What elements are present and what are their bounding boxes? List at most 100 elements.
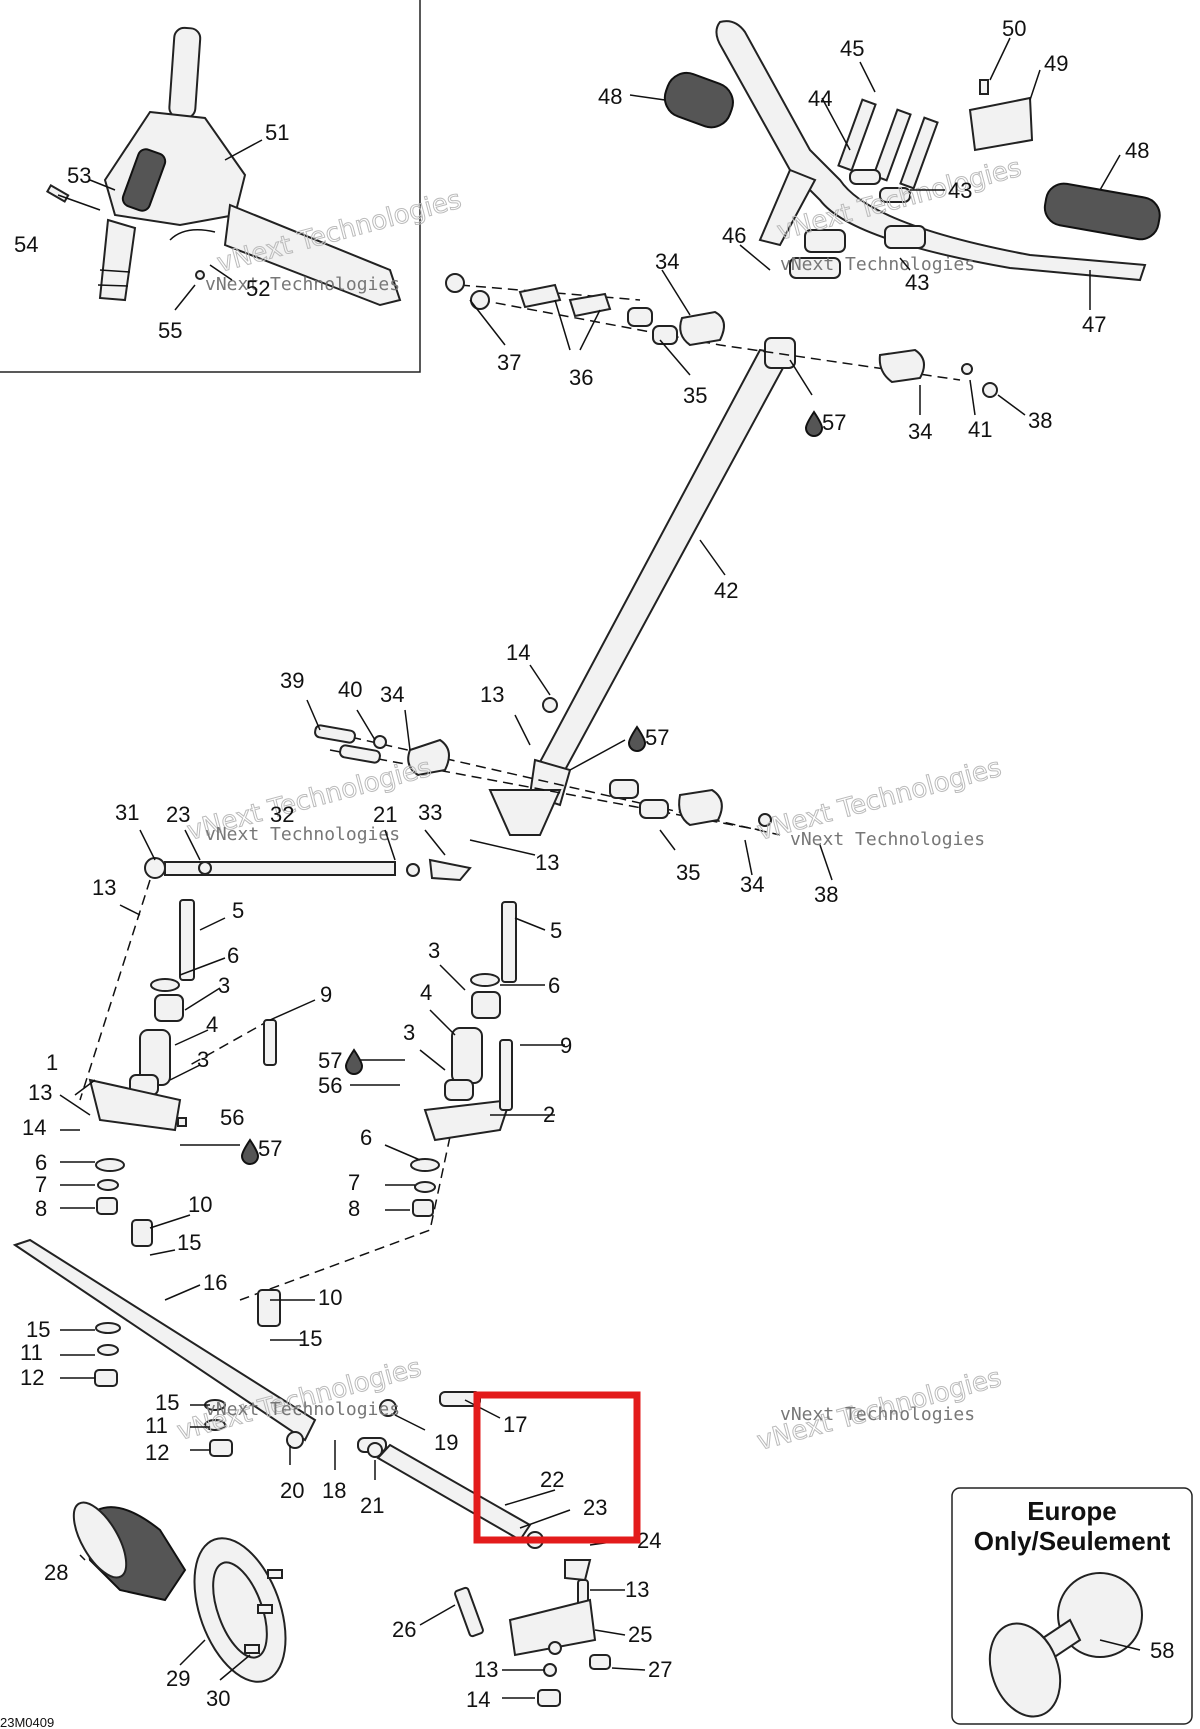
callout-label: 26 — [392, 1617, 416, 1642]
watermark-text: vNext Technologies — [205, 824, 400, 845]
lube-symbols — [240, 410, 824, 1165]
callout-label: 36 — [569, 365, 593, 390]
watermark-text: vNext Technologies — [780, 254, 975, 275]
inset-frame — [0, 0, 421, 373]
callout-label: 9 — [560, 1033, 572, 1058]
callout-label: 32 — [270, 802, 294, 827]
callout-label: 13 — [625, 1577, 649, 1602]
callout-label: 8 — [35, 1196, 47, 1221]
callout-label: 10 — [318, 1285, 342, 1310]
callout-label: 9 — [320, 982, 332, 1007]
callout-label: 14 — [22, 1115, 46, 1140]
callout-label: 43 — [948, 178, 972, 203]
callout-label: 42 — [714, 578, 738, 603]
callout-label: 6 — [360, 1125, 372, 1150]
watermark-text: vNext Technologies — [205, 274, 400, 295]
callout-label: 56 — [318, 1073, 342, 1098]
callout-label: 48 — [1125, 138, 1149, 163]
droplet-icon — [627, 725, 647, 752]
callout-label: 13 — [92, 875, 116, 900]
callout-label: 6 — [227, 943, 239, 968]
callout-label: 30 — [206, 1686, 230, 1711]
callout-label: 11 — [20, 1340, 43, 1365]
callout-label: 5 — [232, 898, 244, 923]
callout-labels: 51 53 54 52 55 50 49 45 48 44 48 43 43 4… — [14, 16, 1174, 1712]
watermark-text: vNext Technologies — [205, 1399, 400, 1420]
callout-label: 4 — [206, 1012, 218, 1037]
callout-label: 46 — [722, 223, 746, 248]
callout-label: 13 — [535, 850, 559, 875]
callout-label: 6 — [548, 973, 560, 998]
callout-label: 38 — [1028, 408, 1052, 433]
europe-label-line2: Only/Seulement — [974, 1526, 1171, 1556]
callout-label: 1 — [46, 1050, 58, 1075]
lower-steering — [12, 1219, 611, 1707]
callout-label: 15 — [298, 1326, 322, 1351]
droplet-icon — [804, 410, 824, 437]
callout-label: 11 — [145, 1413, 168, 1438]
callout-label: 18 — [322, 1478, 346, 1503]
watermarks: vNext Technologies vNext Technologies vN… — [174, 152, 1025, 1457]
callout-label: 3 — [428, 938, 440, 963]
callout-label: 48 — [598, 84, 622, 109]
callout-label: 13 — [28, 1080, 52, 1105]
callout-label: 54 — [14, 232, 38, 257]
callout-label: 27 — [648, 1657, 672, 1682]
callout-label: 53 — [67, 163, 91, 188]
callout-label: 13 — [474, 1657, 498, 1682]
middle-links — [144, 697, 781, 882]
callout-label: 50 — [1002, 16, 1026, 41]
callout-label: 40 — [338, 677, 362, 702]
callout-label: 23 — [583, 1495, 607, 1520]
callout-label: 29 — [166, 1666, 190, 1691]
callout-label: 4 — [420, 980, 432, 1005]
callout-label: 51 — [265, 120, 289, 145]
callout-label: 31 — [115, 800, 139, 825]
callout-label: 55 — [158, 318, 182, 343]
callout-label: 24 — [637, 1528, 661, 1553]
callout-label: 58 — [1150, 1638, 1174, 1663]
callout-label: 33 — [418, 800, 442, 825]
spindle-assemblies — [79, 879, 517, 1301]
callout-label: 15 — [26, 1317, 50, 1342]
droplet-icon — [240, 1138, 260, 1165]
callout-label: 13 — [480, 682, 504, 707]
callout-label: 14 — [506, 640, 530, 665]
callout-label: 28 — [44, 1560, 68, 1585]
callout-label: 10 — [188, 1192, 212, 1217]
callout-label: 6 — [35, 1150, 47, 1175]
europe-label-line1: Europe — [1027, 1496, 1117, 1526]
callout-label: 44 — [808, 86, 832, 111]
droplet-icon — [344, 1048, 364, 1075]
watermark-text: vNext Technologies — [780, 1404, 975, 1425]
callout-label: 14 — [466, 1687, 490, 1712]
callout-label: 3 — [403, 1020, 415, 1045]
leader-lines — [57, 37, 1141, 1699]
callout-label: 52 — [246, 276, 270, 301]
callout-label: 8 — [348, 1196, 360, 1221]
upper-links — [445, 273, 998, 398]
callout-label: 15 — [177, 1230, 201, 1255]
callout-label: 7 — [348, 1170, 360, 1195]
callout-label: 22 — [540, 1467, 564, 1492]
callout-label: 35 — [676, 860, 700, 885]
callout-label: 34 — [380, 682, 404, 707]
callout-label: 47 — [1082, 312, 1106, 337]
callout-label: 57 — [822, 410, 846, 435]
callout-label: 16 — [203, 1270, 227, 1295]
callout-label: 21 — [373, 802, 397, 827]
callout-label: 23 — [166, 802, 190, 827]
callout-label: 12 — [20, 1365, 44, 1390]
handlebar-assembly — [488, 20, 1161, 836]
callout-label: 25 — [628, 1622, 652, 1647]
callout-label: 43 — [905, 270, 929, 295]
callout-label: 34 — [740, 872, 764, 897]
highlight-box — [473, 1391, 641, 1544]
drawing-code: 23M0409 — [0, 1715, 54, 1729]
callout-label: 5 — [550, 918, 562, 943]
callout-label: 3 — [218, 973, 230, 998]
callout-label: 20 — [280, 1478, 304, 1503]
callout-label: 57 — [645, 725, 669, 750]
callout-label: 7 — [35, 1172, 47, 1197]
